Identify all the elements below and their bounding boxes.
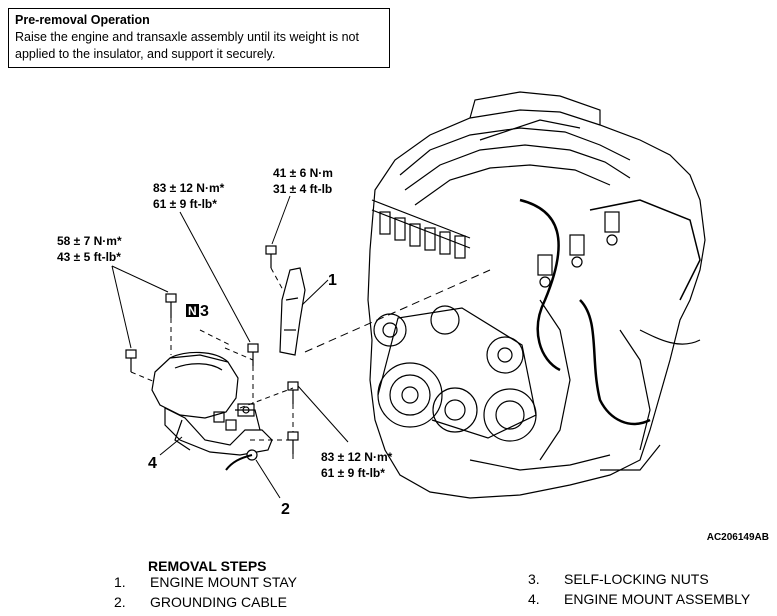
engine-illustration <box>367 91 706 499</box>
n3-badge-letter: N <box>188 304 197 318</box>
removal-step-number: 1. <box>114 574 126 590</box>
removal-step-label: SELF-LOCKING NUTS <box>564 571 709 587</box>
callout-1: 1 <box>328 272 337 289</box>
removal-step-label: ENGINE MOUNT STAY <box>150 574 298 590</box>
torque-label-left-bolts-ftlb: 43 ± 5 ft-lb* <box>57 250 121 264</box>
engine-mount-diagram: 41 ± 6 N·m 31 ± 4 ft-lb 83 ± 12 N·m* 61 … <box>57 91 706 518</box>
removal-step-4: 4. ENGINE MOUNT ASSEMBLY <box>528 591 750 607</box>
callout-2: 2 <box>281 501 290 518</box>
removal-step-number: 4. <box>528 591 540 607</box>
pre-removal-title: Pre-removal Operation <box>15 13 150 27</box>
removal-steps-title: REMOVAL STEPS <box>148 558 267 574</box>
removal-step-3: 3. SELF-LOCKING NUTS <box>528 571 709 587</box>
torque-label-stay-bolt-nm: 41 ± 6 N·m <box>273 166 333 180</box>
callout-4: 4 <box>148 455 157 472</box>
removal-step-label: ENGINE MOUNT ASSEMBLY <box>564 591 751 607</box>
torque-label-lower-bolts-nm: 83 ± 12 N·m* <box>321 450 393 464</box>
figure-code: AC206149AB <box>706 532 769 543</box>
torque-label-top-nut-nm: 83 ± 12 N·m* <box>153 181 225 195</box>
removal-step-number: 2. <box>114 594 126 610</box>
leader-lines <box>111 195 491 499</box>
removal-step-label: GROUNDING CABLE <box>150 594 287 610</box>
torque-label-top-nut-ftlb: 61 ± 9 ft-lb* <box>153 197 217 211</box>
removal-step-2: 2. GROUNDING CABLE <box>114 594 287 610</box>
fastener-bolts <box>125 245 299 461</box>
n3-badge-box <box>186 304 199 317</box>
grounding-cable-illustration <box>225 454 253 471</box>
pre-removal-notice: Pre-removal Operation Raise the engine a… <box>8 8 390 68</box>
n3-badge-number: 3 <box>200 303 209 320</box>
torque-label-left-bolts-nm: 58 ± 7 N·m* <box>57 234 122 248</box>
torque-label-lower-bolts-ftlb: 61 ± 9 ft-lb* <box>321 466 385 480</box>
torque-label-stay-bolt-ftlb: 31 ± 4 ft-lb <box>273 182 332 196</box>
removal-step-number: 3. <box>528 571 540 587</box>
pre-removal-text: Raise the engine and transaxle assembly … <box>15 30 359 61</box>
removal-step-1: 1. ENGINE MOUNT STAY <box>114 574 297 590</box>
